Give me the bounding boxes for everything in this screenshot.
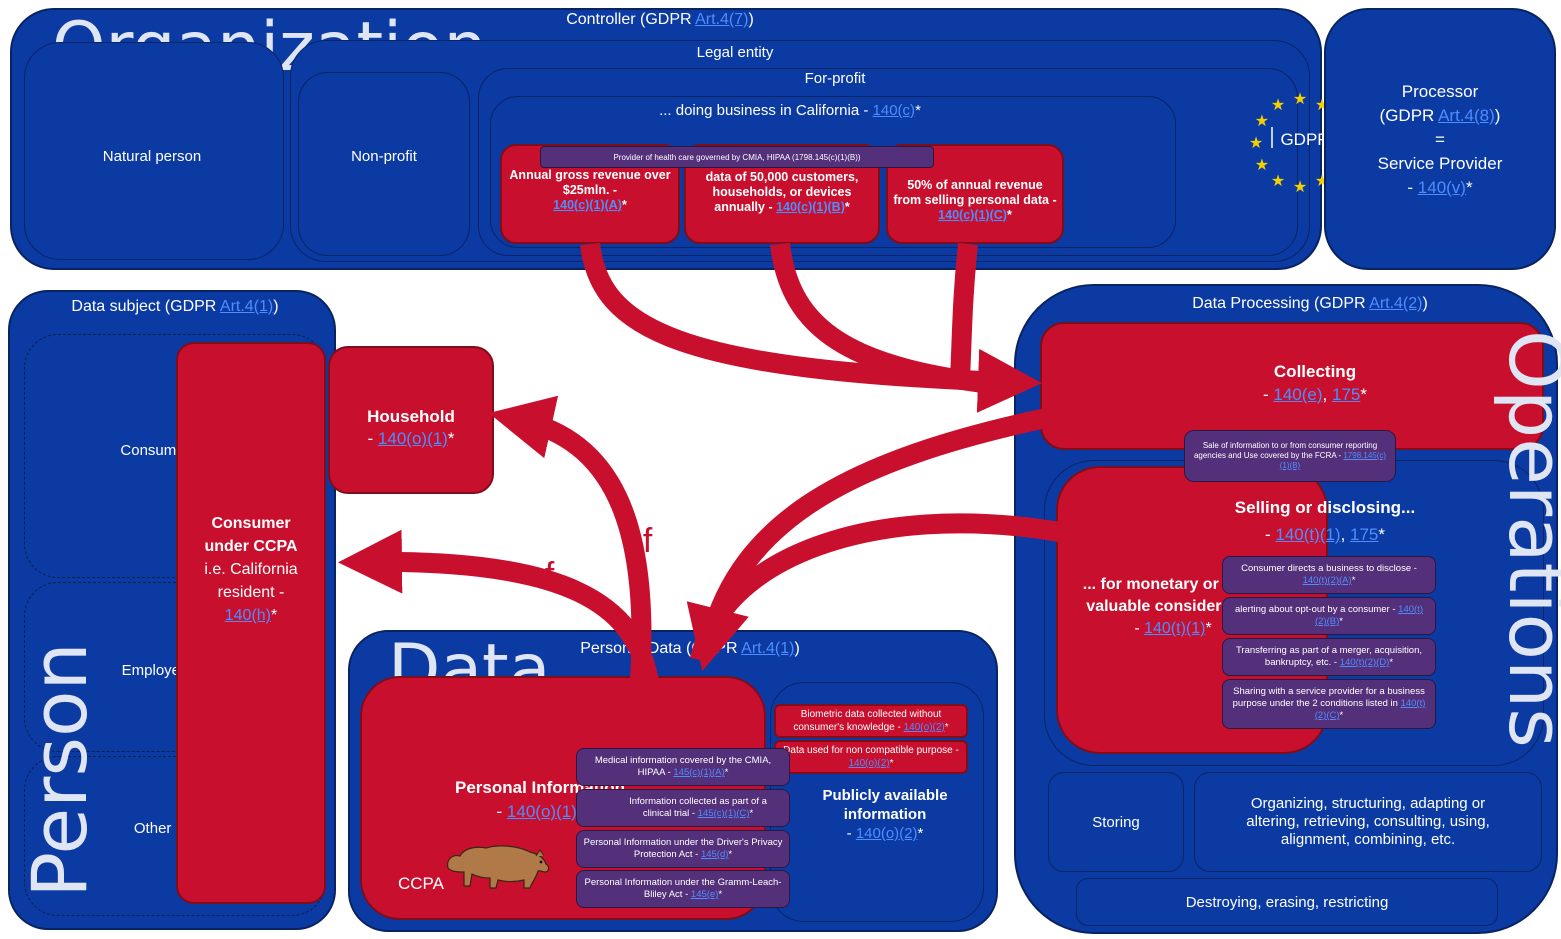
medical-info-box: Medical information covered by the CMIA,… — [576, 748, 790, 786]
eu-star-icon: ★ — [1271, 97, 1285, 114]
fcra-box: Sale of information to or from consumer … — [1184, 430, 1396, 482]
arrow-collecting-to-data — [686, 408, 1049, 672]
personal-information-link[interactable]: 140(o)(1) — [506, 802, 577, 821]
exception-opt-out-link[interactable]: 140(t)(2)(B) — [1315, 604, 1423, 627]
fcra-text: Sale of information to or from consumer … — [1193, 441, 1387, 470]
exception-consumer-directs-link[interactable]: 140(t)(2)(A) — [1302, 575, 1352, 586]
controller-label: Controller (GDPR Art.4(7)) — [566, 11, 754, 28]
gramm-leach-link[interactable]: 145(e) — [690, 889, 719, 900]
revenue-threshold-text: Annual gross revenue over $25mln. -140(c… — [509, 168, 671, 212]
storing-label: Storing — [1092, 813, 1140, 831]
destroying-box: Destroying, erasing, restricting — [1076, 878, 1498, 926]
data-processing-label: Data Processing (GDPR Art.4(2)) — [1192, 295, 1428, 312]
natural-person-box — [24, 42, 284, 260]
ccpa-consumer-box — [176, 342, 326, 904]
exception-service-provider: Sharing with a service provider for a bu… — [1222, 679, 1436, 729]
health-care-provider-label: Provider of health care governed by CMIA… — [613, 152, 861, 162]
collecting-link-140e[interactable]: 140(e) — [1273, 385, 1323, 404]
california-bear-icon — [447, 845, 550, 889]
exception-opt-out: alerting about opt-out by a consumer - 1… — [1222, 597, 1436, 635]
processor-box — [1324, 8, 1556, 270]
eu-star-icon: ★ — [1249, 135, 1263, 152]
eu-star-icon: ★ — [1293, 91, 1307, 108]
consumer-label: Consumer — [120, 442, 190, 459]
data-selling-link[interactable]: 140(c)(1)(C) — [938, 207, 1007, 222]
data-subject-link[interactable]: Art.4(1) — [219, 298, 274, 315]
ccpa-label: CCPA — [398, 874, 444, 893]
exception-consumer-directs: Consumer directs a business to disclose … — [1222, 556, 1436, 594]
exception-merger: Transferring as part of a merger, acquis… — [1222, 638, 1436, 676]
processor-text: Processor (GDPR Art.4(8)) = Service Prov… — [1377, 82, 1503, 197]
storing-box: Storing — [1048, 772, 1184, 872]
destroying-label: Destroying, erasing, restricting — [1185, 893, 1389, 911]
fcra-link[interactable]: 1798.145(c)(1)(B) — [1279, 451, 1387, 470]
ccpa-consumer-link[interactable]: 140(h) — [224, 607, 271, 624]
selling-link-140t1[interactable]: 140(t)(1) — [1275, 525, 1341, 544]
of-label-household: of — [624, 522, 653, 560]
biometric-link[interactable]: 140(o)(2) — [903, 722, 945, 733]
exception-merger-link[interactable]: 140(t)(2)(D) — [1339, 657, 1390, 668]
collecting-box — [1040, 322, 1544, 450]
eu-star-icon: ★ — [1255, 113, 1269, 130]
gramm-leach-box: Personal Information under the Gramm-Lea… — [576, 870, 790, 908]
eu-star-icon: ★ — [1293, 179, 1307, 194]
exception-service-provider-link[interactable]: 140(t)(2)(C) — [1314, 698, 1426, 721]
eu-star-icon: ★ — [1271, 173, 1285, 190]
personal-data-link[interactable]: Art.4(1) — [741, 640, 795, 657]
person-title: Person — [15, 642, 104, 898]
non-profit-box — [298, 72, 470, 256]
biometric-box: Biometric data collected without consume… — [774, 704, 968, 738]
drivers-privacy-link[interactable]: 145(d) — [700, 849, 729, 860]
processor-link[interactable]: Art.4(8) — [1438, 106, 1495, 125]
monetary-link[interactable]: 140(t)(1) — [1144, 620, 1206, 637]
operations-title: Operations — [1492, 330, 1561, 748]
non-compatible-box: Data used for non compatible purpose - 1… — [774, 740, 968, 774]
non-profit-label: Non-profit — [351, 148, 417, 165]
ccpa-consumer-text: Consumer under CCPA i.e. California resi… — [204, 515, 298, 624]
household-link[interactable]: 140(o)(1) — [377, 429, 448, 448]
medical-info-link[interactable]: 145(c)(1)(A) — [673, 767, 725, 778]
non-compatible-link[interactable]: 140(o)(2) — [848, 758, 890, 769]
doing-business-label: ... doing business in California - 140(c… — [659, 102, 921, 119]
data-volume-link[interactable]: 140(c)(1)(B) — [776, 199, 845, 214]
data-subject-label: Data subject (GDPR Art.4(1)) — [71, 298, 279, 315]
revenue-threshold-link[interactable]: 140(c)(1)(A) — [553, 197, 622, 212]
employee-label: Employee — [121, 662, 189, 679]
household-text: Household - 140(o)(1)* — [367, 407, 455, 448]
gdpr-label: GDPR — [1280, 130, 1330, 149]
collecting-link-175[interactable]: 175 — [1331, 385, 1361, 404]
eu-star-icon: ★ — [1255, 157, 1269, 174]
publicly-available-link[interactable]: 140(o)(2) — [855, 825, 918, 842]
personal-data-label: Personal Data (GDPR Art.4(1)) — [580, 640, 800, 657]
for-profit-label: For-profit — [804, 70, 866, 87]
natural-person-label: Natural person — [102, 148, 202, 165]
data-volume-text: data of 50,000 customers, households, or… — [705, 170, 859, 214]
legal-entity-label: Legal entity — [696, 44, 774, 61]
controller-link[interactable]: Art.4(7) — [695, 11, 749, 28]
monetary-text: ... for monetary or other valuable consi… — [1082, 576, 1264, 637]
of-label-consumer: of — [526, 556, 555, 594]
selling-text: Selling or disclosing... - 140(t)(1), 17… — [1234, 498, 1416, 544]
drivers-privacy-box: Personal Information under the Driver's … — [576, 830, 790, 868]
service-provider-link[interactable]: 140(v) — [1417, 178, 1466, 197]
data-processing-link[interactable]: Art.4(2) — [1369, 295, 1423, 312]
health-care-provider-box: Provider of health care governed by CMIA… — [540, 146, 934, 168]
selling-link-175[interactable]: 175 — [1350, 525, 1379, 544]
doing-business-link[interactable]: 140(c) — [872, 102, 916, 119]
organizing-label: Organizing, structuring, adapting or alt… — [1246, 795, 1490, 848]
collecting-text: Collecting - 140(e), 175* — [1263, 362, 1367, 404]
organizing-box: Organizing, structuring, adapting or alt… — [1194, 772, 1542, 872]
clinical-trial-box: Information collected as part of a clini… — [576, 789, 790, 827]
publicly-available-text: Publicly available information - 140(o)(… — [822, 787, 948, 842]
clinical-trial-link[interactable]: 145(c)(1)(C) — [697, 808, 750, 819]
household-box — [328, 346, 494, 494]
data-selling-text: 50% of annual revenue from selling perso… — [893, 178, 1057, 222]
